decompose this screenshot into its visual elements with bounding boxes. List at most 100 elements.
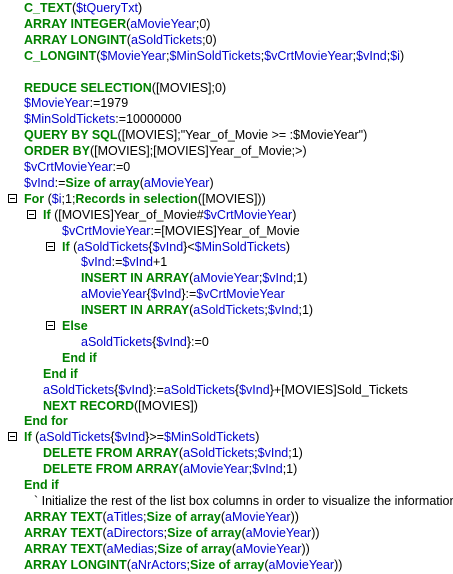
keyword-token: ARRAY LONGINT — [24, 32, 127, 47]
text-token: ([MOVIES]) — [133, 398, 198, 413]
code-line-content: ORDER BY([MOVIES];[MOVIES]Year_of_Movie;… — [24, 142, 307, 160]
text-token: }:= — [148, 382, 164, 397]
variable-token: $i — [51, 191, 62, 206]
variable-token: $MovieYear — [100, 48, 166, 63]
text-token: ( — [71, 1, 77, 15]
variable-token: aSoldTickets — [81, 334, 153, 349]
text-token: ;1; — [61, 191, 76, 206]
keyword-token: If — [43, 207, 51, 222]
text-token: { — [148, 239, 153, 254]
variable-token: $vInd — [262, 271, 293, 286]
code-line-content: If (aSoldTickets{$vInd}<$MinSoldTickets) — [62, 238, 290, 256]
variable-token: aTitles — [106, 509, 144, 524]
collapse-toggle-icon[interactable] — [27, 209, 36, 219]
keyword-token: End if — [24, 478, 59, 492]
variable-token: aSoldTickets — [183, 446, 255, 461]
variable-token: $vCrtMovieYear — [196, 287, 285, 302]
variable-token: aSoldTickets — [193, 303, 265, 318]
text-token: ( — [220, 509, 226, 524]
variable-token: aSoldTickets — [43, 382, 115, 397]
code-line-content: ARRAY LONGINT(aNrActors;Size of array(aM… — [24, 556, 342, 574]
keyword-token: REDUCE SELECTION — [24, 80, 152, 95]
text-token: ;1) — [288, 446, 303, 461]
text-token: ;0) — [202, 32, 217, 47]
text-token: }:=0 — [186, 334, 209, 349]
code-line-content: For ($i;1;Records in selection([MOVIES])… — [24, 190, 266, 208]
text-token: ;1) — [292, 271, 308, 286]
variable-token: $MinSoldTickets — [169, 48, 261, 63]
text-token: )) — [311, 525, 320, 540]
collapse-toggle-icon[interactable] — [8, 193, 17, 203]
text-token: ) — [285, 239, 291, 254]
code-line-content: NEXT RECORD([MOVIES]) — [43, 397, 198, 415]
variable-token: $vInd — [252, 462, 283, 477]
keyword-token: C_LONGINT — [24, 48, 97, 63]
keyword-token: Size of array — [146, 509, 221, 524]
variable-token: $vInd — [239, 382, 270, 397]
variable-token: aMovieYear — [225, 509, 291, 524]
variable-token: aDirectors — [106, 525, 164, 540]
variable-token: $MinSoldTickets — [194, 239, 286, 254]
text-token: ( — [31, 430, 40, 445]
text-token: )) — [301, 541, 310, 556]
keyword-token: Size of array — [65, 175, 140, 190]
collapse-toggle-icon[interactable] — [46, 241, 55, 251]
text-token: }:= — [181, 287, 197, 302]
variable-token: aSoldTickets — [77, 239, 149, 254]
text-token: ( — [102, 525, 107, 540]
text-token: { — [114, 382, 119, 397]
text-token: ([MOVIES])) — [197, 191, 266, 206]
text-token: :=10000000 — [115, 112, 182, 127]
variable-token: aMovieYear — [245, 525, 312, 540]
text-token: ; — [165, 48, 170, 63]
collapse-toggle-icon[interactable] — [46, 321, 55, 330]
comment-token: ` Initialize the rest of the list box co… — [34, 493, 453, 508]
variable-token: aMovieYear — [143, 175, 210, 190]
variable-token: $MovieYear — [24, 96, 90, 111]
keyword-token: End if — [62, 350, 97, 365]
code-line-content: DELETE FROM ARRAY(aSoldTickets;$vInd;1) — [43, 444, 303, 462]
code-line-content: INSERT IN ARRAY(aSoldTickets;$vInd;1) — [81, 301, 313, 319]
keyword-token: DELETE FROM ARRAY — [43, 446, 179, 461]
code-line-content: $MinSoldTickets:=10000000 — [24, 110, 182, 128]
code-line-content: $MovieYear:=1979 — [24, 94, 128, 112]
variable-token: $vInd — [114, 430, 146, 445]
keyword-token: QUERY BY SQL — [24, 128, 118, 143]
text-token: )) — [290, 509, 299, 524]
text-token: := — [54, 175, 66, 190]
text-token: ; — [258, 271, 263, 286]
keyword-token: ARRAY TEXT — [24, 509, 103, 524]
text-token: ( — [189, 303, 194, 318]
keyword-token: Records in selection — [75, 191, 198, 206]
text-token: { — [110, 430, 115, 445]
variable-token: $vInd — [24, 175, 55, 190]
variable-token: $MinSoldTickets — [24, 112, 116, 127]
code-line-content: ` Initialize the rest of the list box co… — [34, 492, 453, 510]
variable-token: $vInd — [122, 255, 153, 270]
variable-token: aNrActors — [130, 557, 187, 572]
collapse-toggle-icon[interactable] — [8, 432, 17, 442]
keyword-token: Size of array — [190, 557, 265, 572]
keyword-token: End if — [43, 366, 78, 381]
keyword-token: For — [24, 191, 45, 206]
variable-token: $vInd — [156, 334, 187, 349]
variable-token: $vInd — [356, 48, 387, 63]
code-line-content: ARRAY LONGINT(aSoldTickets;0) — [24, 31, 217, 49]
text-token: ( — [96, 48, 101, 63]
keyword-token: ARRAY INTEGER — [24, 16, 127, 31]
code-line-content: INSERT IN ARRAY(aMovieYear;$vInd;1) — [81, 269, 308, 287]
keyword-token: ARRAY LONGINT — [24, 557, 127, 572]
text-token: :=[MOVIES]Year_of_Movie — [150, 223, 300, 238]
code-line-content: ARRAY TEXT(aTitles;Size of array(aMovieY… — [24, 508, 299, 526]
variable-token: $vCrtMovieYear — [264, 48, 353, 63]
code-line-content: End if — [43, 365, 78, 383]
text-token: ( — [178, 446, 184, 461]
text-token: ( — [178, 462, 184, 477]
code-line-content: End for — [24, 412, 68, 430]
code-line-content: ARRAY TEXT(aDirectors;Size of array(aMov… — [24, 524, 320, 542]
variable-token: aSoldTickets — [130, 32, 203, 47]
variable-token: $MinSoldTickets — [163, 430, 256, 445]
variable-token: aMovieYear — [193, 271, 259, 286]
variable-token: aMovieYear — [235, 541, 302, 556]
